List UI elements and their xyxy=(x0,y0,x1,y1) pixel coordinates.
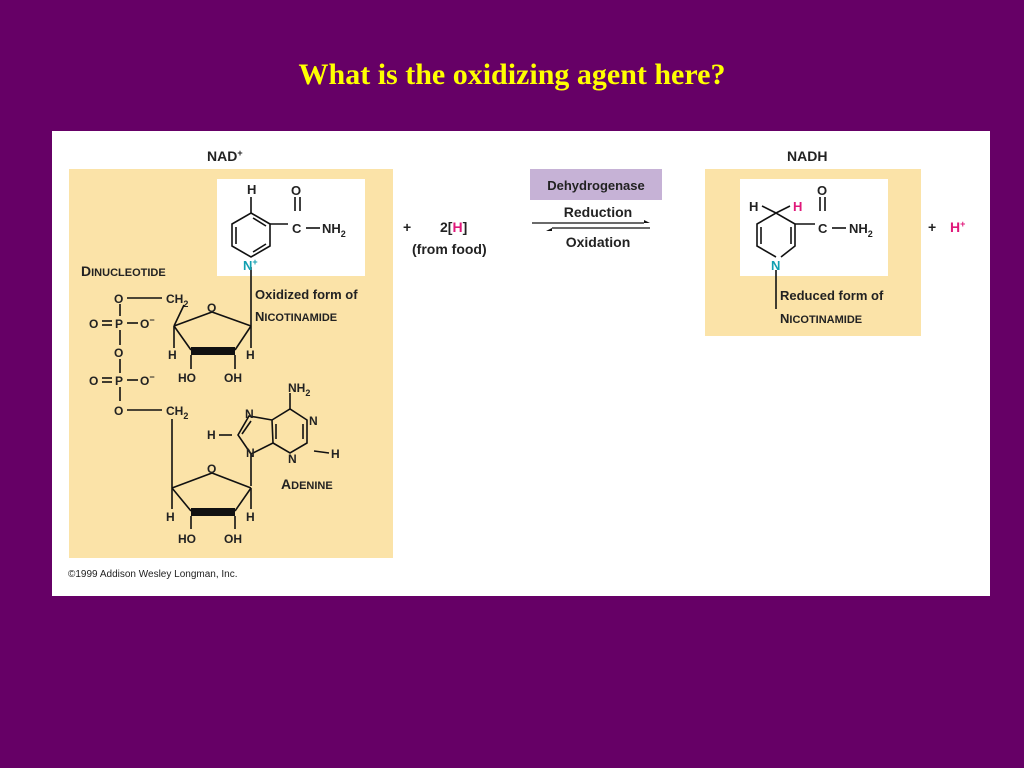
phosphate-backbone xyxy=(102,297,162,411)
reaction-arrows xyxy=(532,220,650,231)
nadh-label: NADH xyxy=(787,148,827,164)
svg-text:O: O xyxy=(207,301,216,315)
nicotinamide-label-oxidized: NICOTINAMIDE xyxy=(255,309,337,324)
proton-label: H+ xyxy=(950,219,965,235)
svg-text:NH2: NH2 xyxy=(849,221,873,239)
svg-text:H: H xyxy=(207,428,216,442)
reaction-figure-panel: NAD+ NADH H O C NH2 N+ DINUCLEOTIDE Oxid… xyxy=(52,131,990,596)
svg-text:P: P xyxy=(115,317,123,331)
svg-text:CH2: CH2 xyxy=(166,292,188,309)
svg-text:O: O xyxy=(89,374,98,388)
svg-text:H: H xyxy=(247,182,256,197)
svg-text:CH2: CH2 xyxy=(166,404,188,421)
svg-text:C: C xyxy=(292,221,302,236)
svg-text:HO: HO xyxy=(178,371,196,385)
copyright-notice: ©1999 Addison Wesley Longman, Inc. xyxy=(68,569,238,580)
reduced-form-label: Reduced form of xyxy=(780,288,884,303)
svg-text:O: O xyxy=(114,346,123,360)
enzyme-box xyxy=(530,169,662,200)
svg-text:O: O xyxy=(207,462,216,476)
added-hydrogen: H xyxy=(793,199,802,214)
svg-text:O−: O− xyxy=(140,315,155,331)
plus-sign-right: + xyxy=(928,219,936,235)
svg-text:HO: HO xyxy=(178,532,196,546)
svg-text:N: N xyxy=(288,452,297,466)
svg-text:H: H xyxy=(168,348,177,362)
slide-title: What is the oxidizing agent here? xyxy=(298,58,726,91)
ribose-upper xyxy=(173,283,252,369)
svg-text:C: C xyxy=(818,221,828,236)
svg-text:O−: O− xyxy=(140,372,155,388)
svg-text:H: H xyxy=(246,510,255,524)
svg-text:OH: OH xyxy=(224,371,242,385)
svg-text:O: O xyxy=(114,292,123,306)
nad-reaction-diagram: NAD+ NADH H O C NH2 N+ DINUCLEOTIDE Oxid… xyxy=(69,148,965,558)
ribose-lower xyxy=(171,419,252,529)
dinucleotide-label: DINUCLEOTIDE xyxy=(81,263,166,279)
reduction-label: Reduction xyxy=(564,204,632,220)
svg-text:H: H xyxy=(331,447,340,461)
svg-text:H: H xyxy=(166,510,175,524)
svg-text:O: O xyxy=(291,183,301,198)
n-plus-atom: N+ xyxy=(243,257,258,273)
svg-text:P: P xyxy=(115,374,123,388)
plus-sign: + xyxy=(403,219,411,235)
two-hydrogen-label: 2[H] xyxy=(440,219,467,235)
svg-text:H: H xyxy=(749,199,758,214)
svg-text:O: O xyxy=(89,317,98,331)
oxidized-form-label: Oxidized form of xyxy=(255,287,358,302)
svg-text:NH2: NH2 xyxy=(288,381,310,398)
enzyme-label: Dehydrogenase xyxy=(547,178,645,193)
svg-text:O: O xyxy=(817,183,827,198)
svg-text:OH: OH xyxy=(224,532,242,546)
nicotinamide-ring-oxidized xyxy=(231,197,320,283)
svg-text:N: N xyxy=(246,446,255,460)
svg-text:N: N xyxy=(245,407,254,421)
nicotinamide-oxidized-inset xyxy=(217,179,365,276)
nicotinamide-ring-reduced xyxy=(756,197,846,309)
svg-text:NH2: NH2 xyxy=(322,221,346,239)
svg-text:O: O xyxy=(114,404,123,418)
oxidation-label: Oxidation xyxy=(566,234,631,250)
nad-label: NAD+ xyxy=(207,148,243,164)
nicotinamide-label-reduced: NICOTINAMIDE xyxy=(780,311,862,326)
adenine-label: ADENINE xyxy=(281,476,333,492)
nicotinamide-reduced-inset xyxy=(740,179,888,276)
from-food-label: (from food) xyxy=(412,241,487,257)
adenine-ring xyxy=(219,393,330,486)
svg-text:H: H xyxy=(246,348,255,362)
svg-text:N: N xyxy=(309,414,318,428)
n-atom-reduced: N xyxy=(771,258,780,273)
